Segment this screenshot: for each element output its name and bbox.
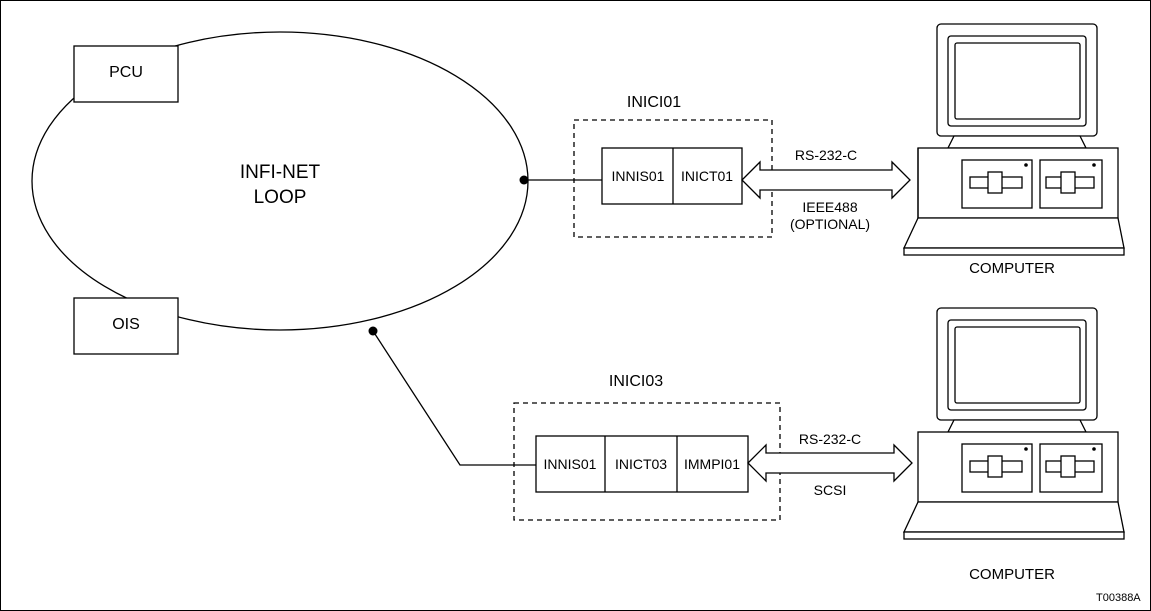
link-arrow-2 [747, 443, 913, 483]
ois-box [73, 297, 179, 355]
computer-2-label: COMPUTER [969, 566, 1055, 583]
loop-label-line2: LOOP [253, 187, 307, 208]
loop-label-line1: INFI-NET [239, 162, 321, 183]
junction-dot-2 [368, 326, 378, 336]
inici03-link-top: RS-232-C [798, 431, 862, 447]
inici01-module-inict01: INICT01 [680, 168, 734, 184]
inici03-module-inict03: INICT03 [614, 456, 668, 472]
inici01-module-row [601, 147, 743, 205]
inici03-link-bottom: SCSI [813, 482, 847, 498]
pcu-label: PCU [109, 64, 143, 81]
ois-label: OIS [112, 316, 140, 333]
inici03-module-row [535, 435, 749, 493]
inici01-module-innis01: INNIS01 [611, 168, 665, 184]
inici01-link-top: RS-232-C [794, 147, 858, 163]
inici01-title: INICI01 [626, 94, 682, 111]
inici01-link-bottom-2: (OPTIONAL) [789, 216, 871, 232]
computer-icon [902, 307, 1125, 540]
inici03-module-immpi01: IMMPI01 [683, 456, 741, 472]
computer-icon [902, 23, 1125, 256]
inici03-title: INICI03 [608, 373, 664, 390]
inici03-module-innis01: INNIS01 [543, 456, 597, 472]
figure-id: T00388A [1096, 592, 1141, 604]
inici01-link-bottom-1: IEEE488 [802, 199, 858, 215]
pcu-box [73, 45, 179, 103]
link-arrow-1 [741, 160, 911, 200]
junction-dot-1 [519, 175, 529, 185]
computer-1-label: COMPUTER [969, 260, 1055, 277]
loop-to-inici03-line [372, 330, 536, 466]
